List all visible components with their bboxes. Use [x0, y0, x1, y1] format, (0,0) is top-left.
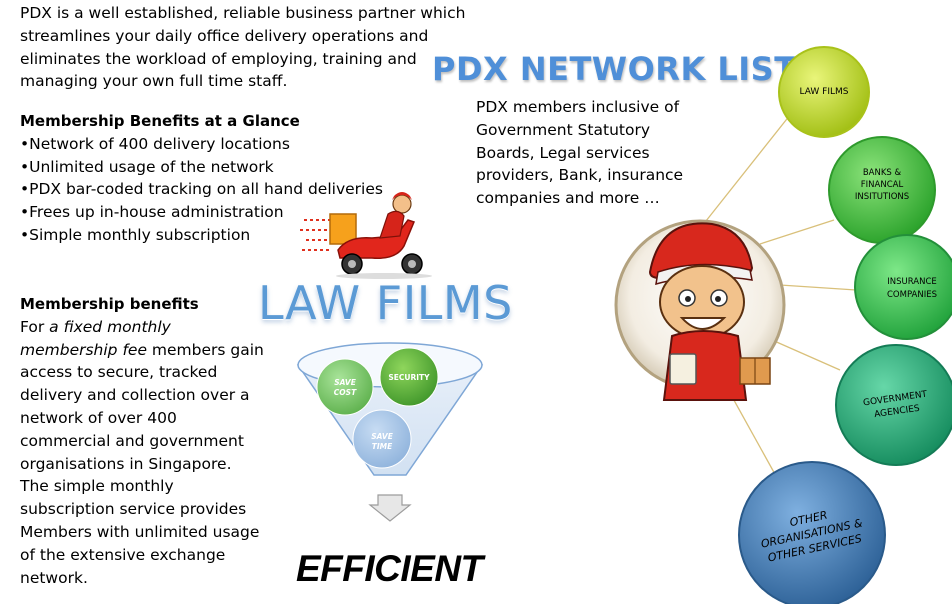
node-label: BANKS &	[863, 168, 902, 178]
membership-line-prefix: For	[20, 317, 50, 336]
membership-line: subscription service provides	[20, 500, 247, 519]
bubble-label: COST	[334, 388, 357, 397]
membership-line: commercial and government	[20, 431, 244, 450]
node-label: LAW FILMS	[800, 87, 849, 97]
funnel-bubble-save-cost: SAVE COST	[316, 358, 374, 416]
intro-line: PDX is a well established, reliable busi…	[20, 4, 466, 22]
funnel-title: LAW FILMS	[258, 276, 513, 330]
benefits-glance-heading: Membership Benefits at a Glance	[20, 112, 300, 130]
benefits-glance: Membership Benefits at a Glance •Network…	[20, 110, 383, 247]
courier-mascot-icon	[648, 222, 771, 401]
membership-line: The simple monthly	[20, 477, 174, 496]
benefit-item: •Unlimited usage of the network	[20, 157, 274, 176]
membership-line-italic: membership fee	[20, 340, 147, 359]
network-node-insurance: INSURANCE COMPANIES	[854, 234, 952, 340]
network-diagram: LAW FILMS BANKS & FINANCAL INSITUTIONS I…	[614, 46, 952, 604]
membership-line: membership fee members gain	[20, 339, 285, 362]
node-label: INSURANCE	[887, 277, 937, 287]
network-description: PDX members inclusive of Government Stat…	[476, 96, 706, 210]
bubble-label: SAVE	[334, 378, 357, 387]
benefit-item: •Frees up in-house administration	[20, 203, 284, 222]
intro-line: streamlines your daily office delivery o…	[20, 26, 429, 45]
membership-line: network of over 400	[20, 408, 177, 427]
membership-line-rest: members gain	[146, 340, 264, 359]
intro-line: managing your own full time staff.	[20, 72, 288, 91]
membership-line: network.	[20, 568, 88, 587]
membership-line: of the extensive exchange	[20, 545, 226, 564]
membership-line: For a fixed monthly	[20, 316, 285, 339]
funnel-tagline: EFFICIENT	[296, 548, 483, 589]
bubble-label: SAVE	[371, 432, 394, 441]
down-arrow-icon	[368, 494, 412, 522]
funnel-bubble-security: SECURITY	[379, 347, 439, 407]
node-label: FINANCAL	[861, 180, 904, 190]
membership-line-italic: a fixed monthly	[49, 317, 171, 336]
bubble-label: TIME	[372, 442, 393, 451]
funnel-bubble-save-time: SAVE TIME	[352, 409, 412, 469]
membership-line: delivery and collection over a	[20, 386, 250, 405]
network-node-other: OTHER ORGANISATIONS & OTHER SERVICES	[738, 461, 886, 604]
benefit-item: •Network of 400 delivery locations	[20, 134, 290, 153]
node-label: COMPANIES	[887, 290, 937, 300]
intro-line: eliminates the workload of employing, tr…	[20, 49, 417, 68]
membership-line: organisations in Singapore.	[20, 454, 232, 473]
intro-paragraph: PDX is a well established, reliable busi…	[20, 2, 470, 93]
network-desc-line: Government Statutory	[476, 120, 651, 139]
benefit-item: •Simple monthly subscription	[20, 225, 251, 244]
delivery-scooter-icon	[300, 192, 432, 279]
network-node-law-films: LAW FILMS	[778, 46, 870, 138]
network-desc-line: Boards, Legal services	[476, 143, 650, 162]
network-node-government: GOVERNMENT AGENCIES	[835, 344, 952, 466]
network-node-banks: BANKS & FINANCAL INSITUTIONS	[828, 136, 936, 244]
network-title: PDX NETWORK LIST	[432, 50, 797, 88]
network-desc-line: providers, Bank, insurance	[476, 166, 684, 185]
membership-benefits: Membership benefits For a fixed monthly …	[20, 293, 285, 589]
benefit-item: •PDX bar-coded tracking on all hand deli…	[20, 180, 383, 199]
network-desc-line: companies and more …	[476, 189, 660, 208]
membership-line: access to secure, tracked	[20, 363, 218, 382]
bubble-label: SECURITY	[388, 373, 430, 382]
membership-benefits-heading: Membership benefits	[20, 295, 199, 313]
node-label: INSITUTIONS	[855, 192, 909, 202]
funnel-diagram: SAVE COST SECURITY SAVE TIME	[296, 342, 484, 522]
network-desc-line: PDX members inclusive of	[476, 98, 680, 116]
membership-line: Members with unlimited usage	[20, 522, 260, 541]
